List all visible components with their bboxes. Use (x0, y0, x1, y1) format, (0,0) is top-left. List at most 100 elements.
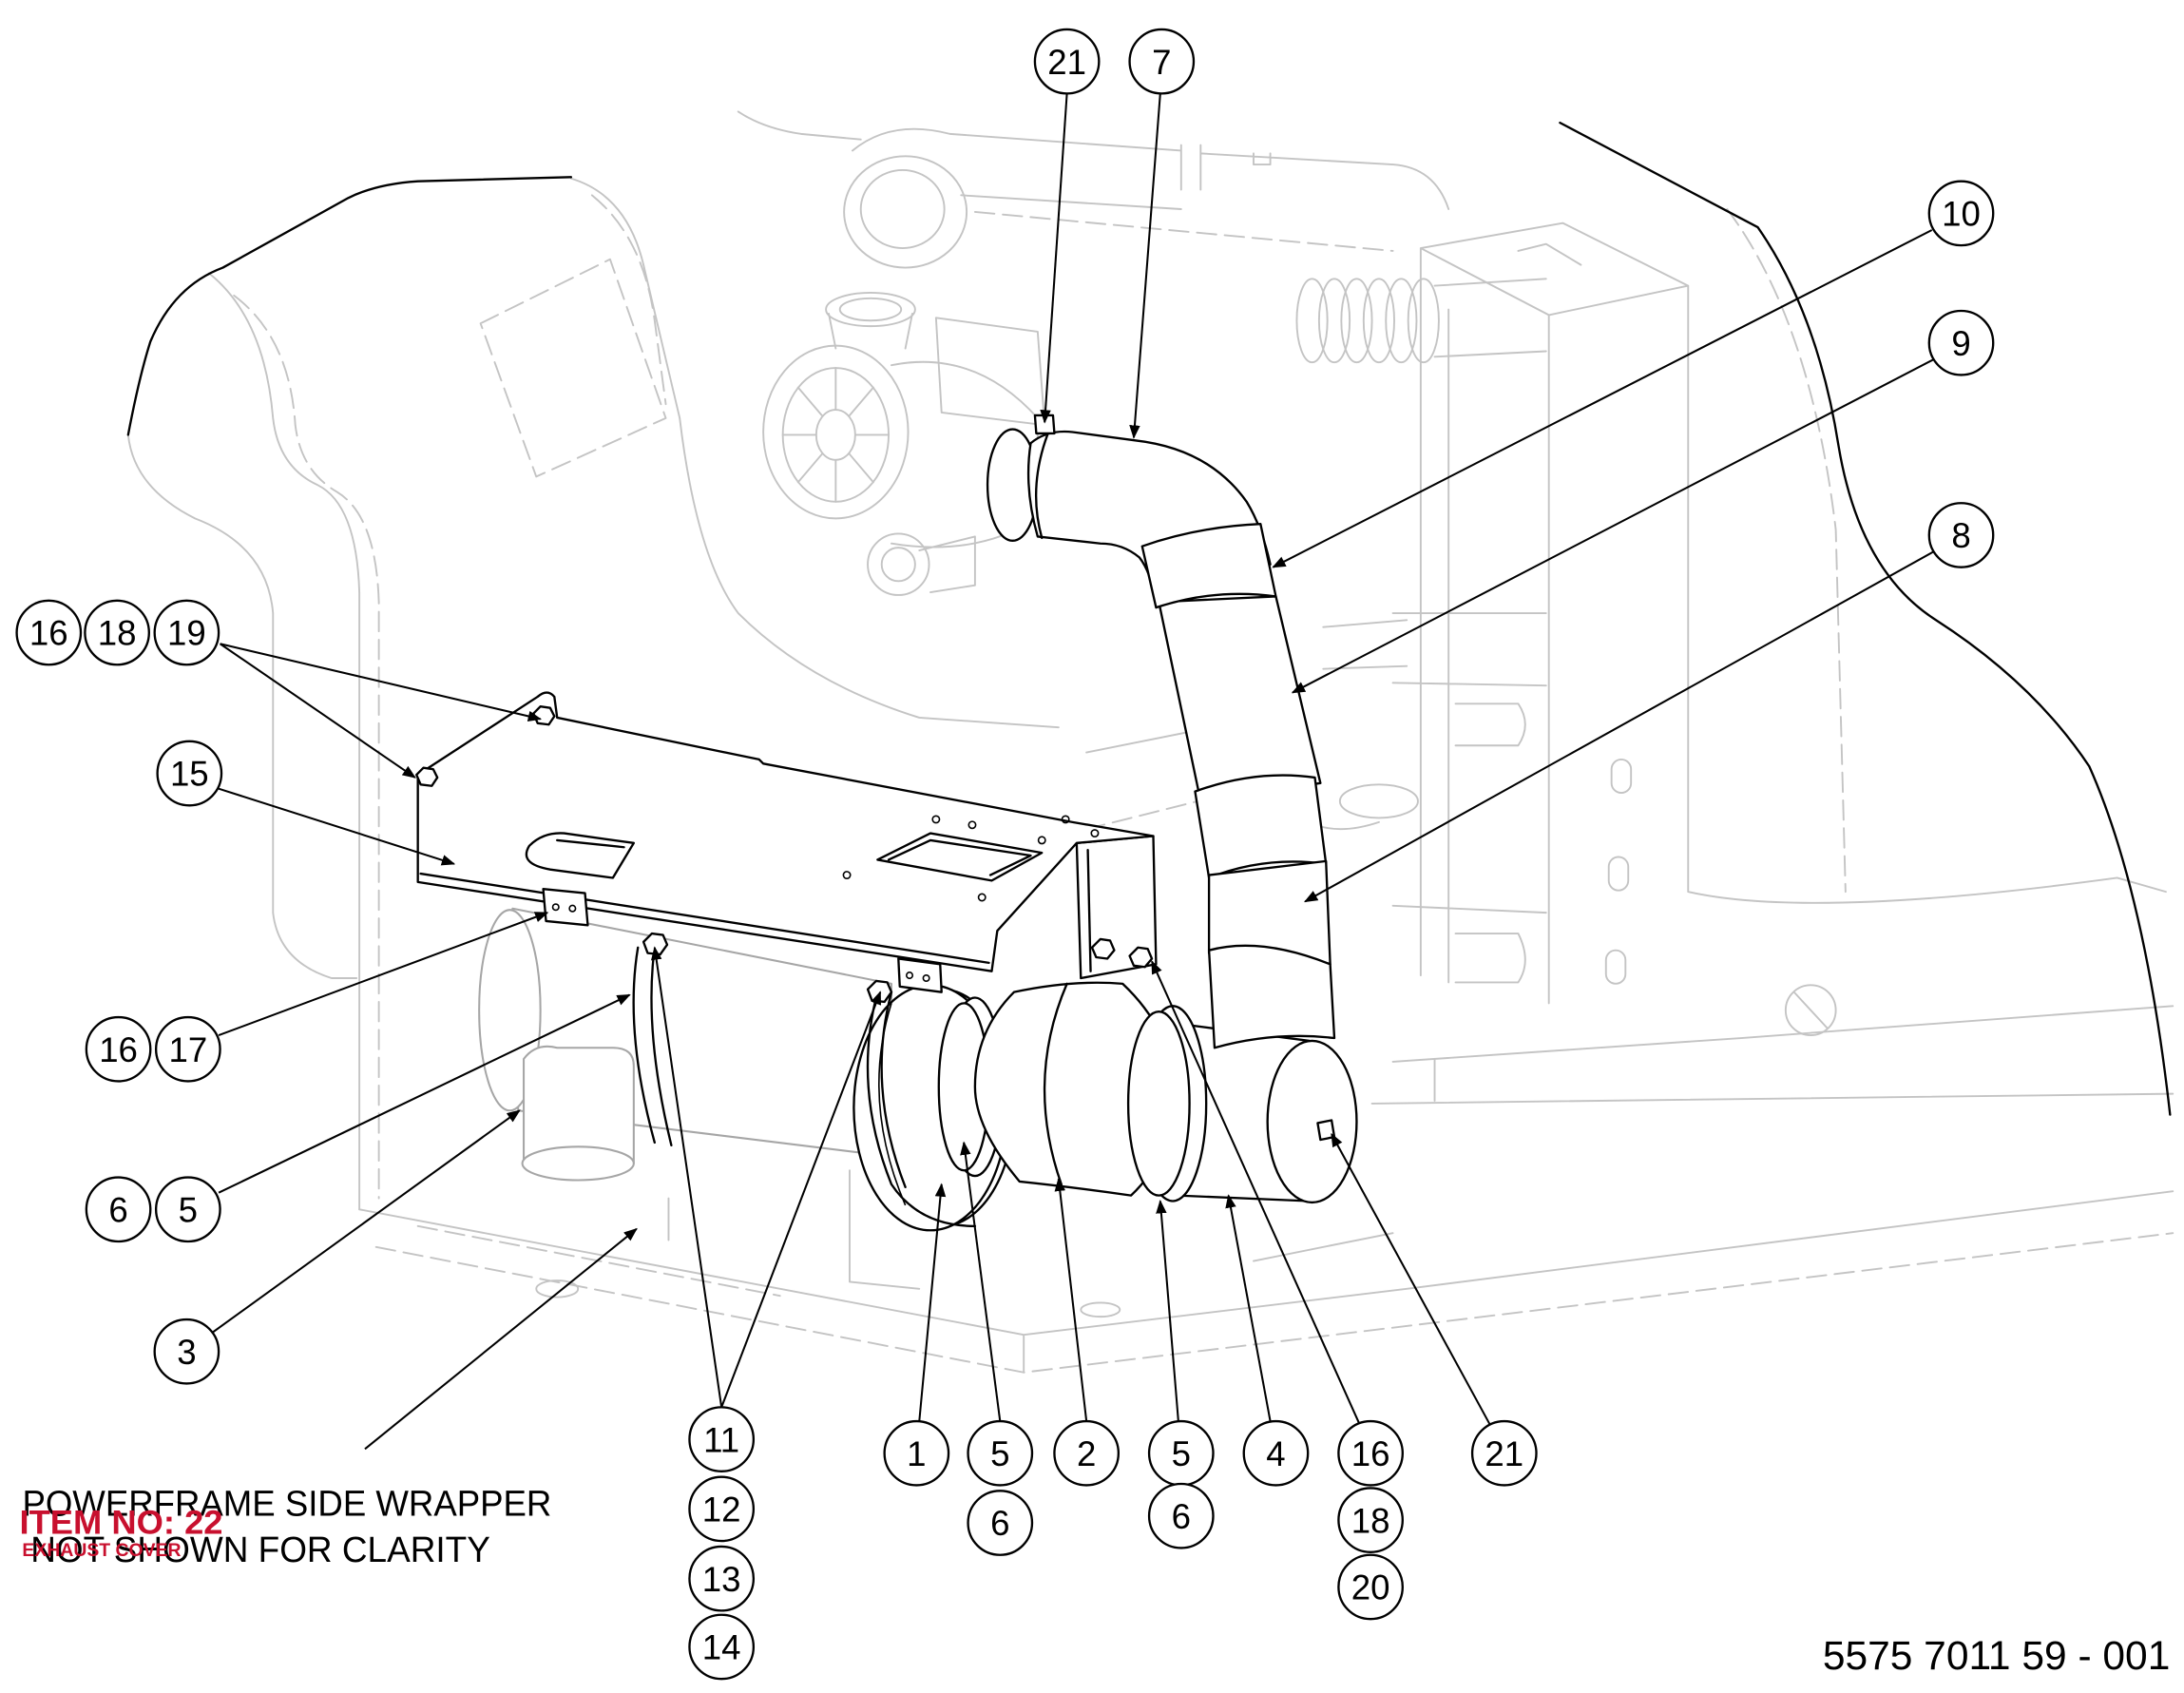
callout-label: 8 (1951, 516, 1970, 555)
callout-label: 21 (1047, 43, 1086, 82)
callout-label: 6 (1172, 1497, 1191, 1536)
leader-16-17 (218, 912, 549, 1037)
tailpipe-drop (523, 1045, 635, 1164)
frame-hole (1784, 984, 1837, 1037)
leader-21-bottom (1331, 1132, 1492, 1426)
bellows-ring (1407, 278, 1440, 364)
leader-10 (1272, 229, 1933, 568)
leader-1 (918, 1183, 947, 1422)
left-panel-hidden-lines (233, 194, 667, 1200)
callout-circle (1242, 1419, 1310, 1487)
turbo-inlet-bore (838, 297, 903, 322)
callout-17: 17 (154, 1015, 221, 1083)
callout-4: 4 (1242, 1419, 1310, 1487)
flange-nut (1090, 937, 1116, 960)
callout-circle (153, 599, 220, 666)
muffler-drum-item-3 (478, 907, 892, 1182)
turbo-actuator-cap (880, 547, 916, 583)
callout-circle (883, 1419, 950, 1487)
bellows-ring (1317, 278, 1351, 364)
bellows-ring (1340, 278, 1373, 364)
callout-3: 3 (153, 1318, 220, 1385)
callout-5-left: 5 (154, 1176, 221, 1243)
callout-circle (1337, 1553, 1404, 1621)
frame-oval-port (1338, 783, 1419, 819)
bracket-hole (977, 893, 987, 902)
wrapper-outline-right (1559, 121, 2172, 1116)
leader-8 (1303, 550, 1934, 903)
bracket-front-edge (419, 872, 990, 965)
callout-5-mid: 5 (967, 1419, 1034, 1487)
engine-elbow-outer (843, 155, 968, 269)
callout-circle (1927, 309, 1995, 376)
callout-circle (85, 1015, 152, 1083)
callout-16-c: 16 (1337, 1419, 1404, 1487)
callout-circle (688, 1613, 756, 1681)
callout-6-mid: 6 (967, 1490, 1034, 1556)
leader-2 (1054, 1177, 1088, 1422)
callout-circle (84, 599, 150, 666)
tailpipe-outlet (521, 1145, 635, 1182)
callout-6-right: 6 (1147, 1482, 1215, 1549)
callout-label: 18 (1351, 1501, 1390, 1540)
callout-16-a: 16 (15, 599, 83, 666)
tab-hole (905, 972, 914, 980)
callout-21-bottom: 21 (1470, 1419, 1538, 1487)
callout-10: 10 (1927, 180, 1995, 247)
leader-21-top (1040, 93, 1068, 424)
callout-circle (967, 1419, 1034, 1487)
turbo-spokes (781, 367, 890, 503)
tab-hole (551, 903, 560, 912)
callout-11: 11 (688, 1406, 756, 1472)
intake-bellows (1295, 278, 1547, 364)
callout-circle (688, 1545, 756, 1612)
callout-8: 8 (1927, 502, 1995, 568)
callout-1: 1 (883, 1419, 950, 1487)
callout-label: 13 (702, 1560, 741, 1599)
mounting-bracket-item-15 (416, 691, 1158, 993)
exhaust-pipes (986, 414, 1336, 1049)
callout-7: 7 (1128, 28, 1196, 95)
bolt-head-left (415, 766, 439, 787)
callout-circle (688, 1475, 756, 1543)
callout-label: 18 (98, 614, 137, 653)
drawing-number: 5575 7011 59 - 001 (1823, 1634, 2171, 1679)
leader-11-b (720, 991, 882, 1408)
callout-label: 6 (990, 1504, 1009, 1543)
engine-elbow-inner (859, 169, 946, 249)
callout-label: 14 (702, 1628, 741, 1667)
frame-base-hidden-lines (374, 1224, 2174, 1374)
callout-circle (1927, 502, 1995, 568)
callout-circle (85, 1176, 152, 1243)
base-slot (535, 1279, 580, 1299)
right-frame (1085, 221, 2174, 1105)
bracket-hole (1090, 829, 1100, 838)
left-panel-edge (126, 177, 1060, 1211)
outlet-end-cap (1266, 1039, 1358, 1204)
callout-label: 5 (990, 1434, 1009, 1473)
callout-circle (1033, 28, 1101, 95)
right-frame-hidden-lines (1057, 208, 1847, 894)
callout-label: 5 (1172, 1434, 1191, 1473)
cylinder-item-2 (973, 981, 1175, 1197)
leader-9 (1291, 358, 1934, 694)
callout-circle (688, 1406, 756, 1472)
callout-circle (1053, 1419, 1121, 1487)
bracket-slot-inner (556, 838, 625, 849)
callout-19: 19 (153, 599, 220, 666)
callout-circle (1147, 1482, 1215, 1549)
wrapper-outline-left (126, 176, 573, 436)
frame-slot (1610, 758, 1633, 795)
strap-clamp-left (632, 946, 673, 1147)
callout-circle (1337, 1487, 1404, 1553)
callout-circle (1470, 1419, 1538, 1487)
leader-16-18-20 (1151, 960, 1361, 1425)
callout-label: 7 (1152, 43, 1171, 82)
leader-3 (212, 1109, 521, 1334)
callout-2: 2 (1053, 1419, 1121, 1487)
leader-5-6-left (218, 993, 631, 1194)
bellows-ring (1362, 278, 1395, 364)
bracket-tab-left (542, 888, 589, 927)
tab-hole (568, 904, 577, 913)
leader-19-a (220, 643, 543, 722)
